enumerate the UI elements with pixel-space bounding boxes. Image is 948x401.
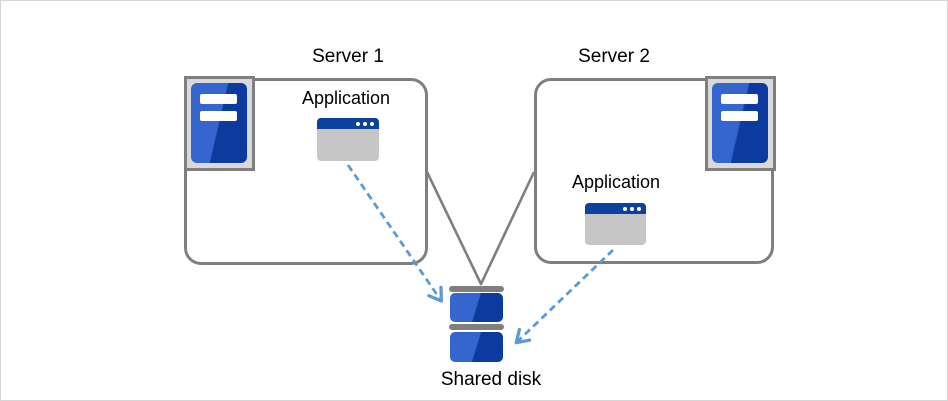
server1-application-window-icon	[317, 118, 379, 161]
shared-disk-icon	[449, 286, 504, 362]
server2-application-window-icon	[585, 203, 646, 245]
server-icon-slot	[200, 94, 237, 104]
disk-unit	[450, 332, 503, 362]
shared-disk-label: Shared disk	[440, 369, 542, 390]
window-dot-icon	[623, 206, 627, 211]
app2-to-disk-arrow	[514, 248, 614, 345]
server-icon-slot	[721, 94, 758, 104]
server-icon-slot	[200, 111, 237, 121]
server2-application-label: Application	[571, 172, 661, 192]
disk-cap	[449, 324, 504, 330]
window-titlebar	[585, 203, 646, 214]
window-dot-icon	[630, 206, 634, 211]
window-dot-icon	[637, 206, 641, 211]
server-icon-slot	[721, 111, 758, 121]
app1-to-disk-arrow	[346, 164, 444, 303]
window-dot-icon	[356, 121, 360, 126]
server-icon-panel	[191, 83, 247, 163]
server1-title: Server 1	[312, 46, 384, 67]
server-icon-panel	[712, 83, 768, 163]
window-titlebar	[317, 118, 379, 129]
window-dot-icon	[370, 121, 374, 126]
disk-cap	[449, 286, 504, 292]
server2-title: Server 2	[578, 46, 650, 67]
disk-unit	[450, 293, 503, 322]
server1-application-label: Application	[301, 88, 391, 108]
server2-server-icon	[705, 76, 776, 171]
window-dot-icon	[363, 121, 367, 126]
server1-server-icon	[184, 76, 255, 171]
servers-to-disk-line	[425, 171, 536, 286]
